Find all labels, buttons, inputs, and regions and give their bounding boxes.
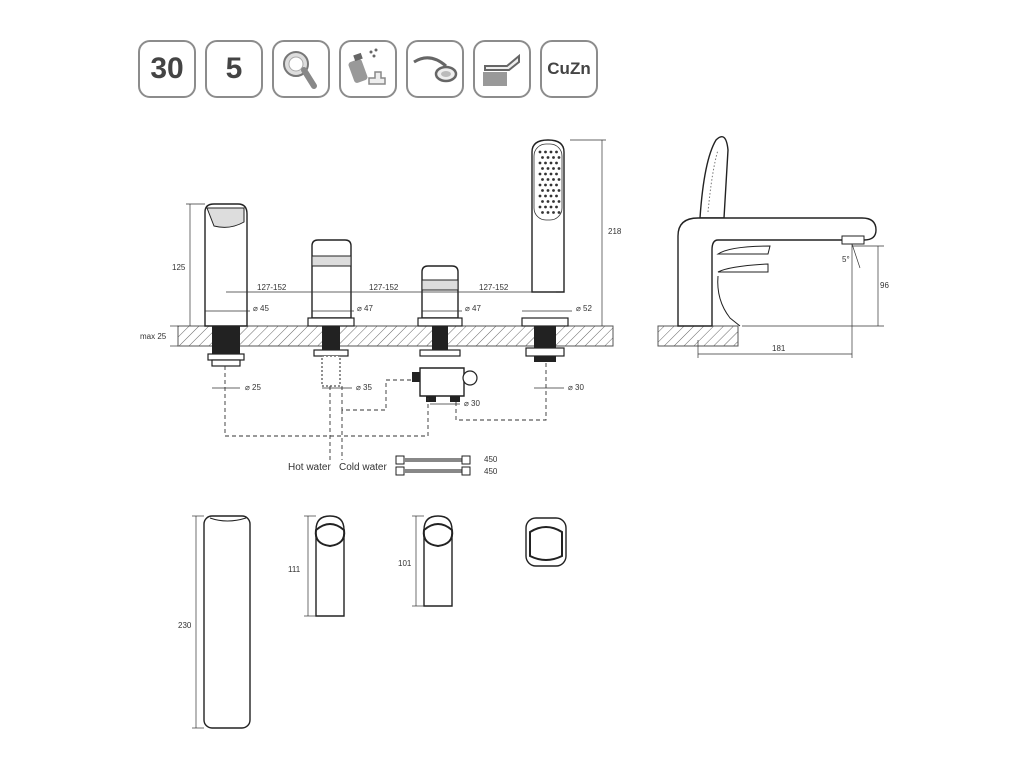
piping-lines: [224, 362, 547, 460]
nozzle-dot: [552, 167, 555, 170]
nozzle-dot: [555, 161, 558, 165]
nozzle-dot: [552, 189, 555, 192]
cartridge-icon: [473, 40, 531, 98]
dim-d35: ⌀ 35: [356, 383, 372, 392]
cleaning-spray-icon: [339, 40, 397, 98]
badge-5-text: 5: [225, 52, 243, 85]
badge-30-text: 30: [150, 52, 184, 85]
nozzle-dot: [555, 183, 558, 187]
nozzle-dot: [544, 172, 547, 176]
cold-valve-top-view: [422, 515, 454, 607]
nozzle-dot: [544, 183, 547, 187]
dim-181: 181: [772, 344, 786, 353]
nozzle-dot: [552, 200, 555, 203]
holder-top-view: [525, 517, 567, 567]
nozzle-dot: [555, 205, 558, 209]
nozzle-dot: [555, 150, 558, 154]
nozzle-dot: [544, 161, 547, 165]
nozzle-dot: [546, 200, 550, 203]
dim-5deg: 5°: [842, 255, 850, 264]
nozzle-dot: [549, 172, 553, 176]
dim-max25: max 25: [140, 332, 167, 341]
dim-d47-2: ⌀ 47: [465, 304, 481, 313]
nozzle-dot: [538, 150, 542, 154]
nozzle-dot: [549, 161, 553, 165]
dim-d52: ⌀ 52: [576, 304, 592, 313]
nozzle-dot: [541, 189, 544, 192]
dim-125: 125: [172, 263, 186, 272]
dim-230: 230: [178, 621, 192, 630]
nozzle-dot: [541, 178, 544, 181]
nozzle-dot: [538, 205, 542, 209]
nozzle-dot: [557, 167, 561, 170]
nozzle-dot: [552, 178, 555, 181]
nozzle-dot: [549, 183, 553, 187]
nozzle-dot: [538, 172, 542, 176]
hoses: [395, 455, 471, 476]
dim-96: 96: [880, 281, 889, 290]
dim-hose-1: 450: [484, 455, 498, 464]
badge-cuzn-text: CuZn: [547, 59, 591, 78]
nozzle-dot: [544, 150, 547, 154]
dim-111: 111: [288, 565, 301, 574]
nozzle-dot: [544, 194, 547, 198]
nozzle-dot: [546, 189, 550, 192]
spout-side-view: [677, 136, 877, 327]
hot-valve-front-view: [307, 239, 355, 387]
nozzle-dot: [557, 178, 561, 181]
countertop-front: [177, 325, 614, 347]
nozzle-dot: [541, 156, 544, 159]
nozzle-dot: [546, 167, 550, 170]
cold-valve-front-view: [412, 265, 478, 402]
feature-badges: 30 5 CuZn: [138, 40, 598, 98]
dim-d30-1: ⌀ 30: [464, 399, 480, 408]
badge-cuzn: CuZn: [540, 40, 598, 98]
nozzle-dot: [552, 156, 555, 159]
nozzle-dot: [557, 211, 561, 214]
nozzle-dot: [538, 183, 542, 187]
nozzle-dot: [557, 156, 561, 159]
nozzle-dot: [541, 211, 544, 214]
badge-30: 30: [138, 40, 196, 98]
nozzle-dot: [544, 205, 547, 209]
nozzle-dot: [549, 205, 553, 209]
spout-top-view: [203, 515, 251, 729]
shower-nozzles: [538, 150, 561, 214]
nozzle-dot: [557, 189, 561, 192]
label-cold-water: Cold water: [339, 462, 387, 473]
nozzle-dot: [546, 156, 550, 159]
nozzle-dot: [552, 211, 555, 214]
nozzle-dot: [557, 200, 561, 203]
shower-holder: [521, 317, 569, 362]
dim-d47-1: ⌀ 47: [357, 304, 373, 313]
dim-spacing-1: 127-152: [257, 283, 287, 292]
nozzle-dot: [555, 172, 558, 176]
nozzle-dot: [538, 194, 542, 198]
hot-valve-top-view: [314, 515, 346, 617]
hand-shower-icon: [272, 40, 330, 98]
nozzle-dot: [549, 150, 553, 154]
nozzle-dot: [546, 211, 550, 214]
nozzle-dot: [538, 161, 542, 165]
spout-front-view: [204, 203, 248, 367]
dim-d25: ⌀ 25: [245, 383, 261, 392]
tap-lever-icon: [406, 40, 464, 98]
dim-d30-2: ⌀ 30: [568, 383, 584, 392]
nozzle-dot: [546, 178, 550, 181]
dim-spacing-3: 127-152: [479, 283, 509, 292]
dim-218: 218: [608, 227, 622, 236]
nozzle-dot: [541, 200, 544, 203]
hand-shower-front-view: [531, 139, 565, 293]
dim-d45: ⌀ 45: [253, 304, 269, 313]
label-hot-water: Hot water: [288, 462, 331, 473]
dim-101: 101: [398, 559, 412, 568]
nozzle-dot: [555, 194, 558, 198]
dim-hose-2: 450: [484, 467, 498, 476]
badge-5: 5: [205, 40, 263, 98]
nozzle-dot: [549, 194, 553, 198]
dim-spacing-2: 127-152: [369, 283, 399, 292]
nozzle-dot: [541, 167, 544, 170]
